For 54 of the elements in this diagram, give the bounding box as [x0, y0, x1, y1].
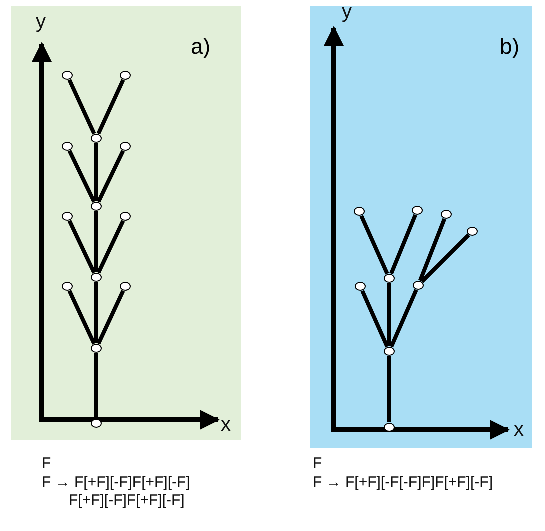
production-rule: F → F[+F][-F]F[+F][-F] F[+F][-F]F[+F][-F]: [42, 474, 192, 510]
node-circle: [120, 212, 131, 221]
branch-line: [68, 150, 96, 203]
node-circle: [355, 282, 366, 291]
branch-line: [390, 214, 418, 275]
axiom-label: F: [42, 455, 52, 473]
node-circle: [62, 71, 73, 80]
branch-line: [96, 290, 126, 345]
node-circle: [441, 210, 452, 219]
node-circle: [120, 71, 131, 80]
branch-line: [420, 234, 470, 284]
node-circle: [62, 142, 73, 151]
node-circle: [384, 347, 395, 356]
node-circle: [91, 273, 102, 282]
node-circle: [91, 134, 102, 143]
node-circle: [62, 282, 73, 291]
branch-line: [94, 282, 98, 344]
branch-line: [388, 356, 392, 422]
axis-label: x: [514, 418, 524, 442]
branch-line: [94, 212, 98, 272]
branch-line: [360, 290, 390, 348]
branch-line: [68, 290, 96, 345]
node-circle: [62, 212, 73, 221]
panel-background: [11, 6, 241, 440]
branch-line: [418, 218, 447, 282]
node-circle: [91, 419, 102, 428]
node-circle: [120, 282, 131, 291]
branch-line: [68, 220, 96, 274]
node-circle: [467, 227, 478, 236]
branch-line: [96, 79, 126, 135]
branch-line: [360, 215, 390, 275]
axis-label: x: [221, 413, 231, 437]
node-circle: [413, 281, 424, 290]
branch-line: [68, 79, 96, 135]
panel-label: b): [500, 34, 520, 60]
node-circle: [120, 142, 131, 151]
node-circle: [384, 423, 395, 432]
node-circle: [91, 202, 102, 211]
branch-line: [96, 150, 126, 203]
axis-label: y: [36, 10, 46, 34]
branch-line: [94, 354, 98, 418]
node-circle: [354, 207, 365, 216]
node-circle: [91, 344, 102, 353]
axiom-label: F: [313, 455, 322, 473]
panel-background: [310, 6, 532, 448]
node-circle: [384, 274, 395, 283]
panel-label: a): [191, 34, 211, 60]
node-circle: [412, 206, 423, 215]
branch-line: [390, 289, 418, 348]
production-rule: F → F[+F][-F[-F]F]F[+F][-F]: [313, 474, 494, 492]
axis-label: y: [342, 0, 352, 24]
branch-line: [96, 220, 126, 274]
branch-line: [94, 144, 98, 202]
branch-line: [388, 284, 392, 346]
